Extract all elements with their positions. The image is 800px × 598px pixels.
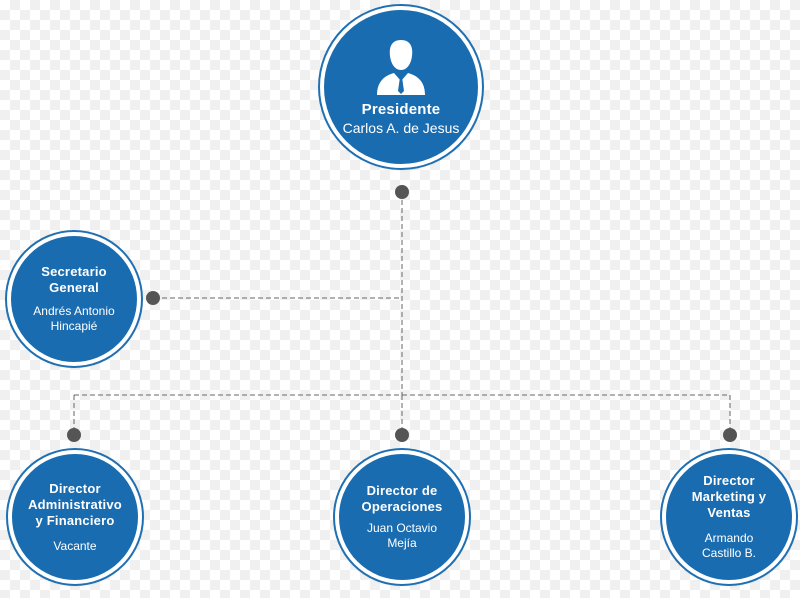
node-operations-title: Director de Operaciones xyxy=(361,483,443,514)
connector-dot-secretary xyxy=(146,291,160,305)
person-avatar-icon xyxy=(377,40,425,95)
node-admin-name: Vacante xyxy=(53,538,97,553)
node-president-title: Presidente xyxy=(361,101,441,118)
node-marketing-name: Armando Castillo B. xyxy=(701,531,757,560)
node-operations-name: Juan Octavio Mejía xyxy=(366,521,438,550)
node-secretary: Secretario General Andrés Antonio Hincap… xyxy=(7,232,141,366)
node-operations: Director de Operaciones Juan Octavio Mej… xyxy=(335,450,469,584)
node-president: Presidente Carlos A. de Jesus xyxy=(320,6,482,168)
connector-dot-president xyxy=(395,185,409,199)
connector-dot-operations xyxy=(395,428,409,442)
connector-dot-marketing xyxy=(723,428,737,442)
node-admin-title: Director Administrativo y Financiero xyxy=(28,480,122,528)
node-secretary-name: Andrés Antonio Hincapié xyxy=(33,304,115,333)
node-admin: Director Administrativo y Financiero Vac… xyxy=(8,450,142,584)
node-marketing-title: Director Marketing y Ventas xyxy=(691,473,767,520)
node-president-name: Carlos A. de Jesus xyxy=(342,120,460,136)
connector-dot-admin xyxy=(67,428,81,442)
node-secretary-title: Secretario General xyxy=(41,264,107,295)
node-marketing: Director Marketing y Ventas Armando Cast… xyxy=(662,450,796,584)
